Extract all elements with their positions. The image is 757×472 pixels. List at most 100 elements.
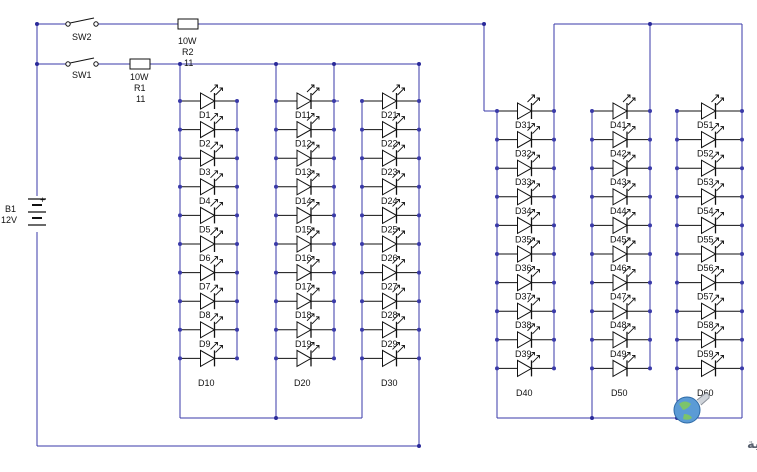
rail-dot: [417, 127, 421, 132]
led-diode: [592, 294, 650, 321]
rail-dot: [552, 280, 556, 285]
rail-dot: [740, 252, 744, 256]
led-label: D52: [697, 149, 714, 159]
rail-dot: [552, 309, 556, 314]
watermark: القرية الالكترونية: [673, 392, 757, 452]
led-label: D34: [515, 206, 532, 216]
switch-sw2: SW2: [65, 17, 99, 42]
led-label: D55: [697, 234, 714, 244]
rail-dot: [675, 280, 679, 285]
rail-dot: [178, 299, 182, 304]
rail-dot: [417, 242, 421, 246]
rail-dot: [178, 270, 182, 275]
led-label: D3: [199, 167, 211, 177]
rail-dot: [417, 299, 421, 304]
led-diode: [276, 313, 334, 339]
rail-dot: [360, 184, 364, 189]
rail-dot: [332, 327, 336, 332]
rail-dot: [360, 356, 364, 361]
rail-dot: [648, 309, 652, 314]
led-label: D56: [697, 263, 714, 273]
rail-dot: [648, 194, 652, 199]
led-array: D1D2D3D4D5D6D7D8D9D10D11D12D13D14D15D16D…: [178, 84, 744, 398]
rail-dot: [590, 309, 594, 314]
rail-dot: [274, 184, 278, 189]
led-diode: [180, 84, 237, 110]
led-diode: [677, 151, 742, 178]
battery-voltage: 12V: [1, 215, 17, 225]
rail-dot: [740, 280, 744, 285]
led-diode: [180, 198, 237, 225]
rail-dot: [552, 109, 556, 113]
rail-dot: [178, 327, 182, 332]
led-diode: [497, 266, 554, 292]
rail-dot: [178, 127, 182, 132]
rail-dot: [590, 337, 594, 342]
rail-dot: [360, 270, 364, 275]
led-label: D54: [697, 206, 714, 216]
rail-dot: [360, 299, 364, 304]
rail-dot: [274, 127, 278, 132]
rail-dot: [274, 99, 278, 103]
rail-dot: [274, 213, 278, 218]
led-diode: [276, 170, 334, 196]
rail-dot: [495, 280, 499, 285]
rail-dot: [235, 270, 239, 275]
led-diode: [362, 141, 419, 168]
rail-dot: [590, 137, 594, 142]
rail-dot: [552, 252, 556, 256]
led-label: D2: [199, 139, 211, 149]
r1-name: R1: [134, 83, 146, 93]
rail-dot: [675, 166, 679, 171]
rail-dot: [274, 242, 278, 246]
led-label: D13: [295, 167, 312, 177]
led-label: D42: [610, 149, 627, 159]
led-diode: [592, 208, 650, 235]
led-diode: [677, 323, 742, 349]
rail-dot: [590, 280, 594, 285]
rail-dot: [495, 166, 499, 171]
led-label: D58: [697, 320, 714, 330]
led-label: D6: [199, 253, 211, 263]
rail-dot: [178, 156, 182, 161]
led-diode: [362, 284, 419, 311]
led-label: D1: [199, 110, 211, 120]
rail-dot: [417, 356, 421, 361]
led-diode: [677, 208, 742, 235]
rail-dot: [740, 366, 744, 371]
led-diode: [362, 170, 419, 196]
led-label: D51: [697, 120, 714, 130]
led-label: D46: [610, 263, 627, 273]
led-diode: [497, 323, 554, 349]
led-diode: [362, 341, 419, 368]
rail-dot: [417, 184, 421, 189]
led-label: D12: [295, 139, 312, 149]
led-label: D49: [610, 349, 627, 359]
led-diode: [276, 284, 334, 311]
rail-dot: [648, 223, 652, 228]
led-diode: [592, 180, 650, 206]
switch-sw1: SW1: [65, 57, 99, 80]
led-diode: [677, 351, 742, 378]
led-label: D44: [610, 206, 627, 216]
led-diode: [677, 94, 742, 120]
rail-dot: [360, 242, 364, 246]
led-diode: [362, 113, 419, 139]
rail-dot: [417, 99, 421, 103]
rail-dot: [495, 309, 499, 314]
rail-dot: [675, 223, 679, 228]
led-label: D28: [381, 310, 398, 320]
led-label: D17: [295, 282, 312, 292]
led-label: D32: [515, 149, 532, 159]
led-diode: [276, 256, 334, 282]
led-label: D26: [381, 253, 398, 263]
led-column-label: D10: [198, 378, 215, 388]
led-diode: [592, 323, 650, 349]
led-label: D31: [515, 120, 532, 130]
globe-wrench-icon: [673, 392, 710, 424]
rail-dot: [552, 366, 556, 371]
rail-dot: [590, 223, 594, 228]
led-label: D27: [381, 282, 398, 292]
